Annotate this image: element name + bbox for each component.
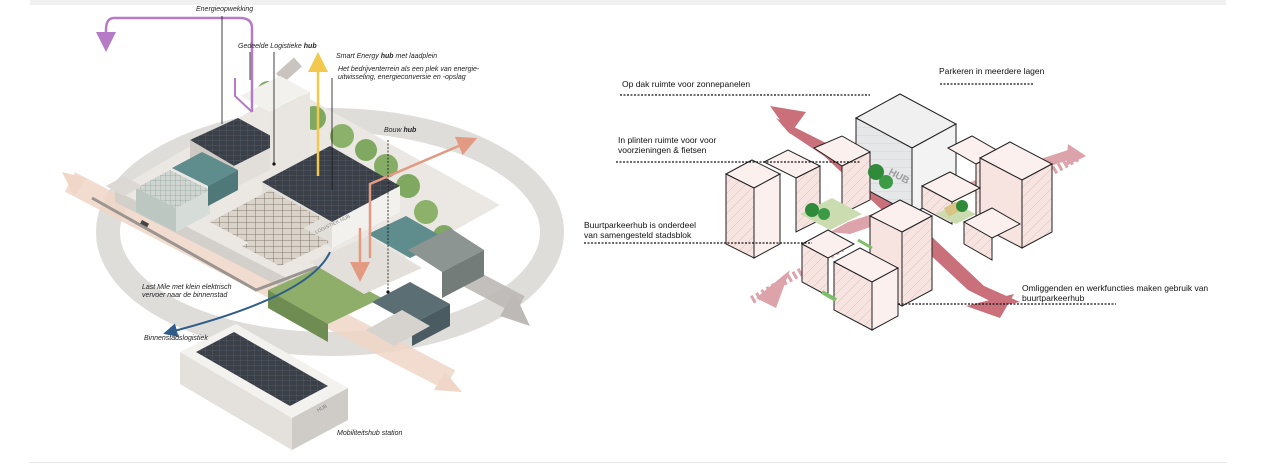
label-shared-logistics-hub: Gedeelde Logistieke hub — [238, 43, 317, 50]
axis-arrowhead-southeast — [434, 372, 462, 392]
label-energy-generation: Energieopwekking — [196, 6, 254, 13]
green-strip — [821, 290, 837, 302]
label-city-logistics: Binnenstadslogistiek — [144, 335, 208, 342]
station-sign: HUB — [316, 403, 329, 414]
top-band — [30, 0, 1226, 5]
energy-arrow — [96, 16, 254, 112]
industrial-hub-diagram: LOGISTIEK HUB — [30, 0, 590, 467]
truck — [140, 219, 150, 228]
parking-hub-illustration: HUB — [584, 83, 1116, 331]
axis-arrowhead-west — [62, 172, 86, 196]
leader-lines — [584, 83, 1116, 305]
construction-frames — [210, 190, 330, 266]
courtyard-west — [800, 198, 862, 230]
green-park — [268, 266, 382, 324]
label-mobility-hub-station: Mobiliteitshub station — [337, 430, 403, 437]
axis-arrow-southeast — [64, 172, 456, 390]
label-surrounding-functions: Omliggenden en werkfuncties maken gebrui… — [1022, 283, 1209, 303]
city-logistics-arrow — [163, 251, 331, 338]
label-roof-solar: Op dak ruimte voor zonnepanelen — [622, 79, 751, 89]
label-smart-energy-description: Het bedrijventerrein als een plek van en… — [338, 66, 480, 81]
axis-arrowhead-east — [500, 292, 530, 326]
greenhouse — [106, 152, 238, 232]
mobility-hub-station: HUB — [180, 324, 348, 450]
industrial-hub-illustration: LOGISTIEK HUB — [62, 16, 564, 450]
road — [91, 196, 331, 292]
neighborhood-parking-hub-diagram: HUB — [580, 0, 1240, 467]
dashed-arrowhead-east — [1066, 144, 1086, 166]
label-smart-energy-hub: Smart Energy hub met laadplein — [336, 53, 438, 60]
axis-arrow-north — [276, 57, 302, 83]
city-block-buildings — [724, 135, 1054, 331]
trees — [805, 164, 968, 220]
construction-arrow — [368, 136, 478, 258]
dashed-arrowhead-west — [756, 270, 790, 308]
label-construction-hub: Bouw hub — [384, 127, 417, 134]
label-parking-layers: Parkeren in meerdere lagen — [939, 66, 1045, 76]
bottom-rule — [30, 462, 1226, 463]
